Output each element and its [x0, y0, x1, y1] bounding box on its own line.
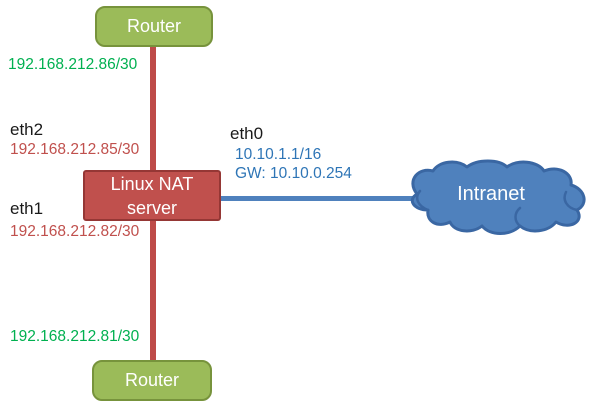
intranet-cloud-node: Intranet [399, 158, 597, 238]
interface-label-eth0: eth0 [230, 124, 264, 143]
router-top-label: Router [126, 16, 182, 36]
link-router-top-to-nat [150, 46, 156, 172]
nat-server-label-line1: Linux NAT [110, 173, 194, 194]
gateway-label-eth0: GW: 10.10.0.254 [235, 165, 352, 182]
interface-label-eth2: eth2 [10, 120, 44, 139]
ip-label-router-bottom: 192.168.212.81/30 [10, 328, 140, 345]
link-nat-to-intranet [220, 196, 422, 201]
link-nat-to-router-bottom [150, 220, 156, 362]
ip-label-eth1: 192.168.212.82/30 [10, 223, 140, 240]
router-bottom-node: Router [92, 360, 212, 401]
ip-label-eth0: 10.10.1.1/16 [235, 146, 322, 163]
ip-label-eth2: 192.168.212.85/30 [10, 141, 140, 158]
router-top-node: Router [95, 6, 213, 47]
interface-label-eth1: eth1 [10, 199, 44, 218]
router-bottom-label: Router [124, 370, 180, 390]
ip-label-router-top: 192.168.212.86/30 [8, 56, 138, 73]
nat-server-label-line2: server [126, 197, 177, 218]
cloud-icon [410, 159, 586, 235]
intranet-label: Intranet [457, 182, 525, 205]
nat-server-node: Linux NAT server [83, 170, 221, 221]
